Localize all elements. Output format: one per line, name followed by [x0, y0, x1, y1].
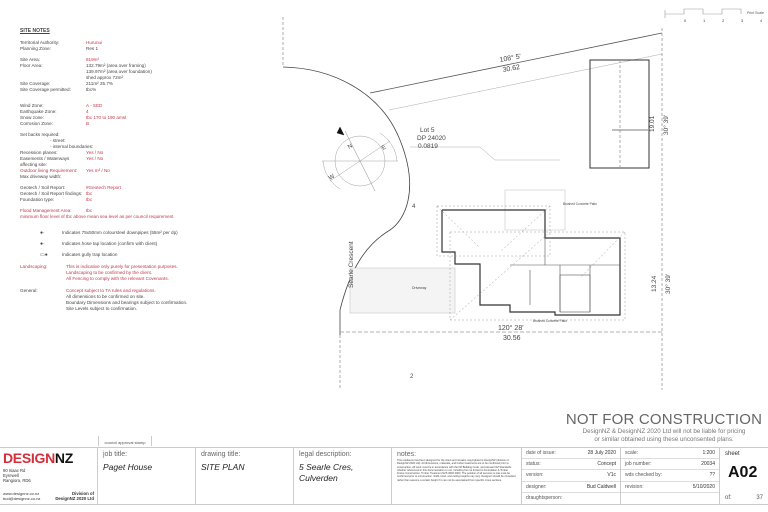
site-note-row: Territorial Authority:Hurunui	[20, 40, 103, 45]
compass-e: E	[381, 145, 387, 152]
house-footprint	[441, 209, 621, 316]
lot-number-2: 2	[410, 374, 414, 380]
site-plan-drawing: 0 1 2 3 4 108° 5' 30.62 Lot 5 DP 24020 0…	[282, 8, 763, 390]
issue-detail-row	[621, 493, 719, 504]
compass-n: N	[347, 143, 354, 150]
email-link[interactable]: bud@designnz.co.nz	[3, 496, 41, 501]
sheet-number: A02	[728, 464, 758, 481]
right-bearing-upper: 30° 39'	[662, 115, 670, 135]
job-title: Paget House	[103, 462, 153, 472]
landscaping-row: Landscaping: This is indicative only pur…	[20, 264, 178, 281]
issue-detail-row: scale:1:200	[621, 448, 719, 460]
dp-label: DP 24020	[417, 135, 446, 142]
site-note-row: 139.97m² (area over foundation)	[86, 69, 152, 74]
patio-label-bottom: Brushed Concrete Patio	[533, 319, 567, 323]
issue-detail-row: revision:5/10/2020	[621, 482, 719, 493]
drawing-title-cell: drawing title: SITE PLAN	[196, 448, 294, 504]
company-logo-block: DESIGNNZ 90 Isaac Rd Eyrewell Rangiora, …	[0, 448, 98, 504]
warning-title: NOT FOR CONSTRUCTION	[565, 411, 763, 428]
flood-row: Flood Management Area: tbc	[20, 208, 93, 213]
legend-symbol-icon: ●·	[40, 241, 45, 247]
legend-item: ●·Indicates hose tap location (confirm w…	[40, 241, 158, 247]
legend-item: ●·Indicates 75x50mm coloursteel downpipe…	[40, 230, 178, 236]
issue-detail-row: version:V1c	[522, 470, 620, 482]
site-note-row: Site Coverage:211m² 25.7%	[20, 81, 113, 86]
compass-w: W	[328, 174, 336, 182]
top-bearing: 108° 5'	[499, 52, 522, 64]
drawing-title: SITE PLAN	[201, 462, 245, 472]
title-block: DESIGNNZ 90 Isaac Rd Eyrewell Rangiora, …	[0, 447, 768, 505]
street-name: Searle Crescent	[348, 241, 355, 288]
issue-detail-row: status:Concept	[522, 459, 620, 471]
site-note-row: Site Coverage permitted:tbc%	[20, 87, 97, 92]
site-note-row: Geotech / Soil Report:#Geotech Report	[20, 185, 121, 190]
compass	[322, 126, 398, 192]
lot-number-4: 4	[412, 204, 416, 210]
legal-description-cell: legal description: 5 Searle Cres, Culver…	[294, 448, 392, 504]
site-note-row: Easements / Waterways affecting site:Yes…	[20, 156, 104, 167]
right-bearing-lower: 30° 39'	[664, 274, 672, 294]
scale-4: 4	[760, 18, 763, 23]
warning-line-2: or similar obtained using these unconsen…	[594, 436, 734, 443]
issue-detail-row: date of issue:28 July 2020	[522, 448, 620, 460]
right-length-lower: 13.24	[651, 275, 658, 292]
legend-item: ▭●Indicates gully trap location	[40, 252, 118, 258]
area-label: 0.0819	[418, 143, 438, 150]
setbacks-street: - street:	[50, 138, 66, 143]
scale-bar	[664, 8, 742, 18]
setbacks-internal: - internal boundaries:	[50, 144, 94, 149]
website-link[interactable]: www.designnz.co.nz	[3, 491, 40, 496]
issue-detail-row: draughtsperson:	[526, 494, 563, 501]
issue-detail-row: designer:Bud Caldwell	[522, 482, 620, 493]
site-note-row: Geotech / Soil Report findings:tbc	[20, 191, 93, 196]
issue-detail-row: job number:20034	[621, 459, 719, 471]
scale-1: 1	[703, 18, 706, 23]
legal-description: 5 Searle Cres, Culverden	[299, 462, 354, 483]
bottom-length: 30.56	[503, 335, 521, 342]
company-contact: www.designnz.co.nz bud@designnz.co.nz	[3, 491, 40, 501]
site-note-row: Wind Zone:A - SED	[20, 103, 103, 108]
driveway-label: Driveway	[412, 286, 427, 290]
site-note-row: shed approx 72m²	[86, 75, 124, 80]
brand-logo: DESIGNNZ	[3, 450, 73, 466]
notes-text: This residence has been designed for the…	[397, 459, 516, 482]
site-note-row: Floor Area:132.79m² (area over framing)	[20, 63, 146, 68]
site-notes: SITE NOTES Territorial Authority:Hurunui…	[20, 28, 270, 312]
patio-label-top: Brushed Concrete Patio	[563, 202, 597, 206]
site-note-row: Outdoor living Requirement:Yes m² / No	[20, 168, 110, 173]
site-note-row: Recession planes:Yes / No	[20, 150, 104, 155]
bottom-bearing: 120° 28'	[498, 324, 524, 332]
lot-label: Lot 5	[420, 127, 435, 134]
job-title-cell: job title: Paget House	[98, 448, 196, 504]
site-note-row: Planning Zone:Res 1	[20, 46, 99, 51]
notes-cell: notes: This residence has been designed …	[392, 448, 522, 504]
legend-symbol-icon: ▭●	[40, 252, 48, 258]
warning-line-1: DesignNZ & DesignNZ 2020 Ltd will not be…	[582, 428, 746, 435]
scale-3: 3	[741, 18, 744, 23]
council-approval-stamp: council approval stamp	[98, 436, 152, 446]
setbacks-label: Set backs required:	[20, 132, 60, 137]
site-note-row: Site Area:819m²	[20, 57, 100, 62]
company-address: 90 Isaac Rd Eyrewell Rangiora, RD6	[3, 468, 31, 484]
site-note-row: Snow zone:tbc 170 to 190 amsl	[20, 115, 127, 120]
site-note-row: Max driveway width:	[20, 174, 62, 179]
division-of: Division of DesignNZ 2020 Ltd	[55, 490, 94, 501]
site-note-row: Corrosion Zone:B	[20, 121, 90, 126]
site-notes-title: SITE NOTES	[20, 28, 50, 34]
right-length-upper: 19.01	[649, 115, 656, 132]
sheet-total: 37	[756, 495, 763, 501]
legend-symbol-icon: ●·	[40, 230, 45, 236]
sheet-cell: sheet A02 of: 37	[725, 451, 763, 501]
top-length: 30.62	[502, 64, 521, 74]
flood-note: minimum floor level of tbc above mean se…	[20, 214, 174, 219]
not-for-construction-warning: NOT FOR CONSTRUCTION DesignNZ & DesignNZ…	[560, 411, 768, 444]
print-scale-label: Print Scale	[747, 11, 764, 15]
site-note-row: Foundation type:tbc	[20, 197, 93, 202]
scale-2: 2	[722, 18, 725, 23]
scale-0: 0	[684, 18, 687, 23]
issue-detail-row: wds checked by:??	[621, 470, 719, 482]
general-row: General: Concept subject to TA rules and…	[20, 288, 188, 311]
site-note-row: Earthquake Zone:4	[20, 109, 89, 114]
